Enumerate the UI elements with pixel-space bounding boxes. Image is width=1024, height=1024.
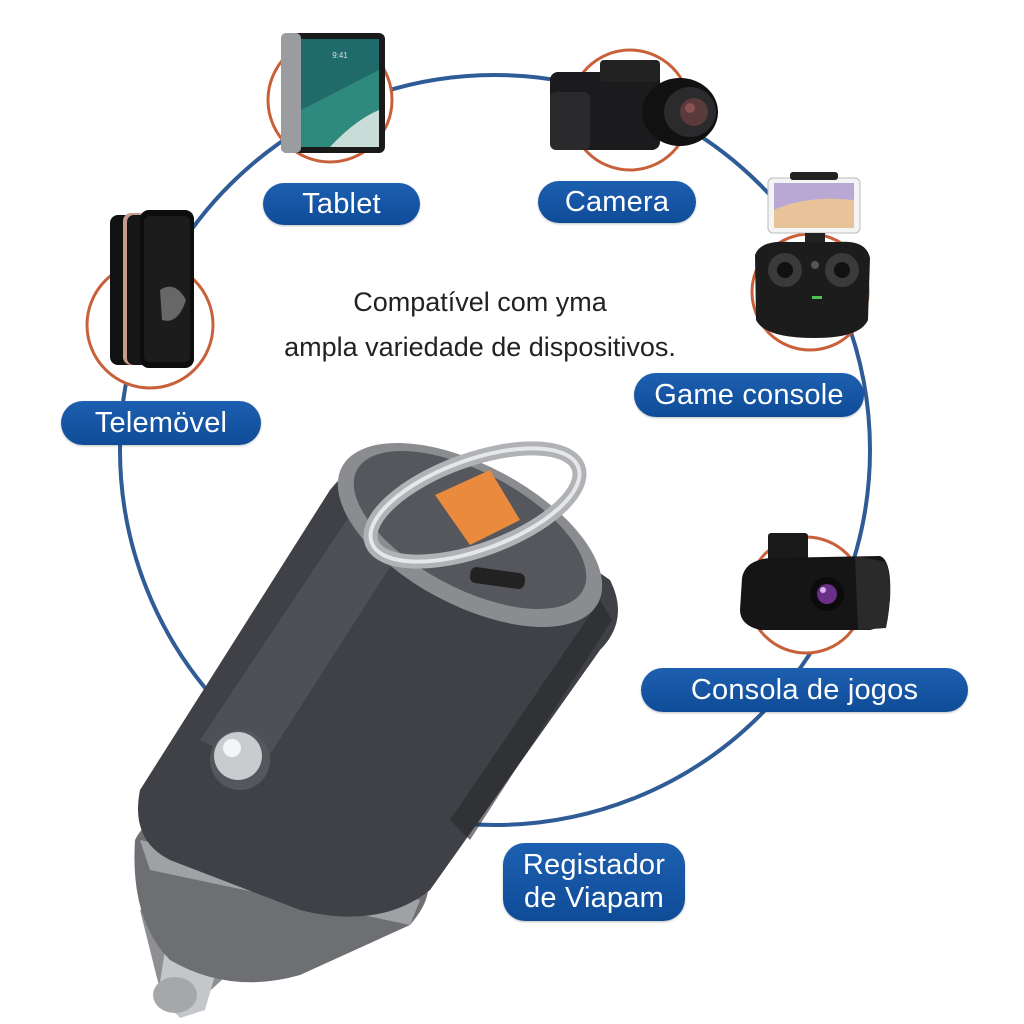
label-text: Tablet [302,187,381,220]
connection-ring [118,73,872,827]
label-text: Consola de jogos [690,673,919,706]
label-text: Telemövel [94,406,228,439]
label-registador-de-viapam: Registador de Viapam [503,843,685,921]
headline: Compatível com yma ampla variedade de di… [220,280,740,370]
label-tablet: Tablet [263,183,420,225]
smartphone-icon [110,210,194,368]
dashcam-icon [740,533,891,630]
headline-line-2: ampla variedade de dispositivos. [284,332,676,362]
headline-line-1: Compatível com yma [353,287,607,317]
label-text: Game console [654,378,844,411]
label-text-line-2: de Viapam [524,882,664,914]
camera-icon [550,60,718,150]
label-consola-de-jogos: Consola de jogos [641,668,968,712]
label-text: Camera [564,185,670,218]
label-telemovel: Telemövel [61,401,261,445]
game-controller-icon [755,172,870,338]
label-camera: Camera [538,181,696,223]
label-text-line-1: Registador [522,849,666,881]
svg-text:9:41: 9:41 [332,51,348,60]
label-game-console: Game console [634,373,864,417]
tablet-icon: 9:41 [281,33,385,153]
car-charger-icon [134,441,618,1018]
